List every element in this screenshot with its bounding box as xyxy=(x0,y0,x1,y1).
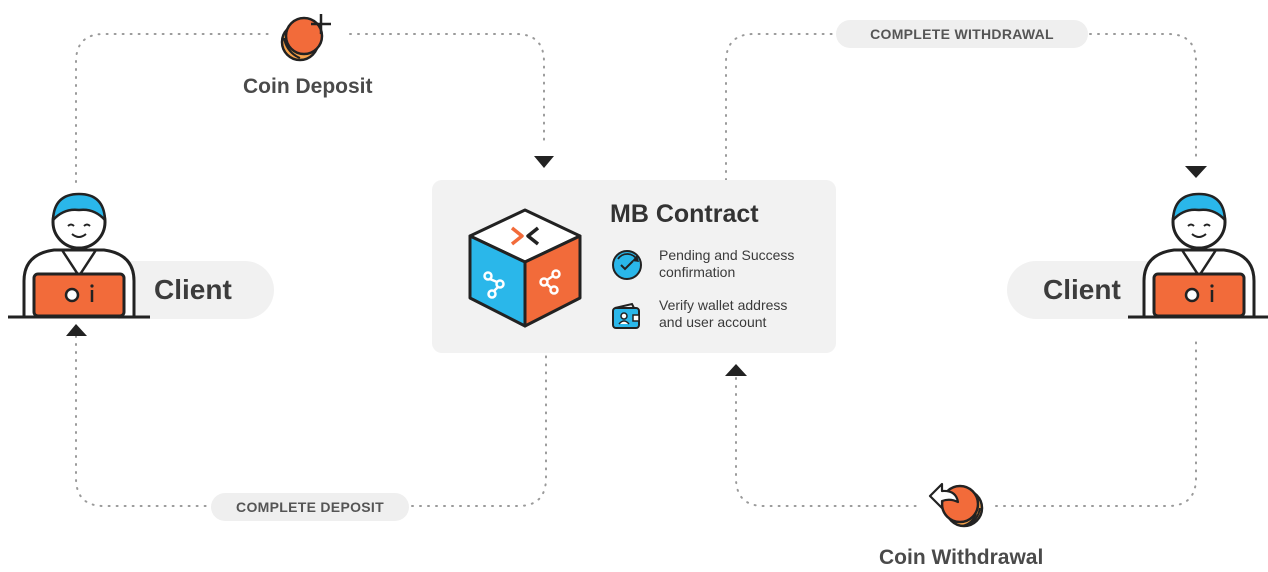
coin-withdrawal-label: Coin Withdrawal xyxy=(879,546,1044,569)
feature-verify-wallet: Verify wallet address and user account xyxy=(659,297,787,331)
coin-deposit-icon xyxy=(280,14,331,62)
right-client-avatar xyxy=(1128,192,1268,319)
deposit-bottom-path xyxy=(75,335,209,507)
wallet-icon xyxy=(612,302,640,329)
arrow-down-icon xyxy=(534,156,554,168)
feature-line: confirmation xyxy=(659,264,736,280)
contract-cube-icon xyxy=(468,208,582,328)
deposit-bottom-path-right xyxy=(411,353,547,507)
coin-withdrawal-icon xyxy=(928,482,984,528)
withdrawal-top-path xyxy=(725,33,833,181)
deposit-top-path xyxy=(75,33,273,183)
arrow-up-icon xyxy=(66,324,87,336)
contract-title: MB Contract xyxy=(610,200,759,228)
arrow-up-icon xyxy=(725,364,747,376)
arrow-down-icon xyxy=(1185,166,1207,178)
coin-deposit-label: Coin Deposit xyxy=(243,75,373,98)
left-client-label: Client xyxy=(118,261,274,319)
withdrawal-bottom-path-right xyxy=(995,339,1197,507)
left-client-avatar xyxy=(8,192,150,319)
right-client-label: Client xyxy=(1007,261,1159,319)
feature-line: and user account xyxy=(659,314,767,330)
complete-withdrawal-badge: COMPLETE WITHDRAWAL xyxy=(836,20,1088,48)
withdrawal-top-path-right xyxy=(1089,33,1197,161)
feature-line: Verify wallet address xyxy=(659,297,788,313)
mb-contract-card: MB Contract Pending and Success confirma… xyxy=(432,180,836,353)
refresh-check-icon xyxy=(612,250,642,280)
feature-line: Pending and Success xyxy=(659,247,795,263)
deposit-top-path-right xyxy=(349,33,545,147)
feature-pending-success: Pending and Success confirmation xyxy=(659,247,794,281)
complete-deposit-badge: COMPLETE DEPOSIT xyxy=(211,493,409,521)
withdrawal-bottom-path xyxy=(735,377,921,507)
